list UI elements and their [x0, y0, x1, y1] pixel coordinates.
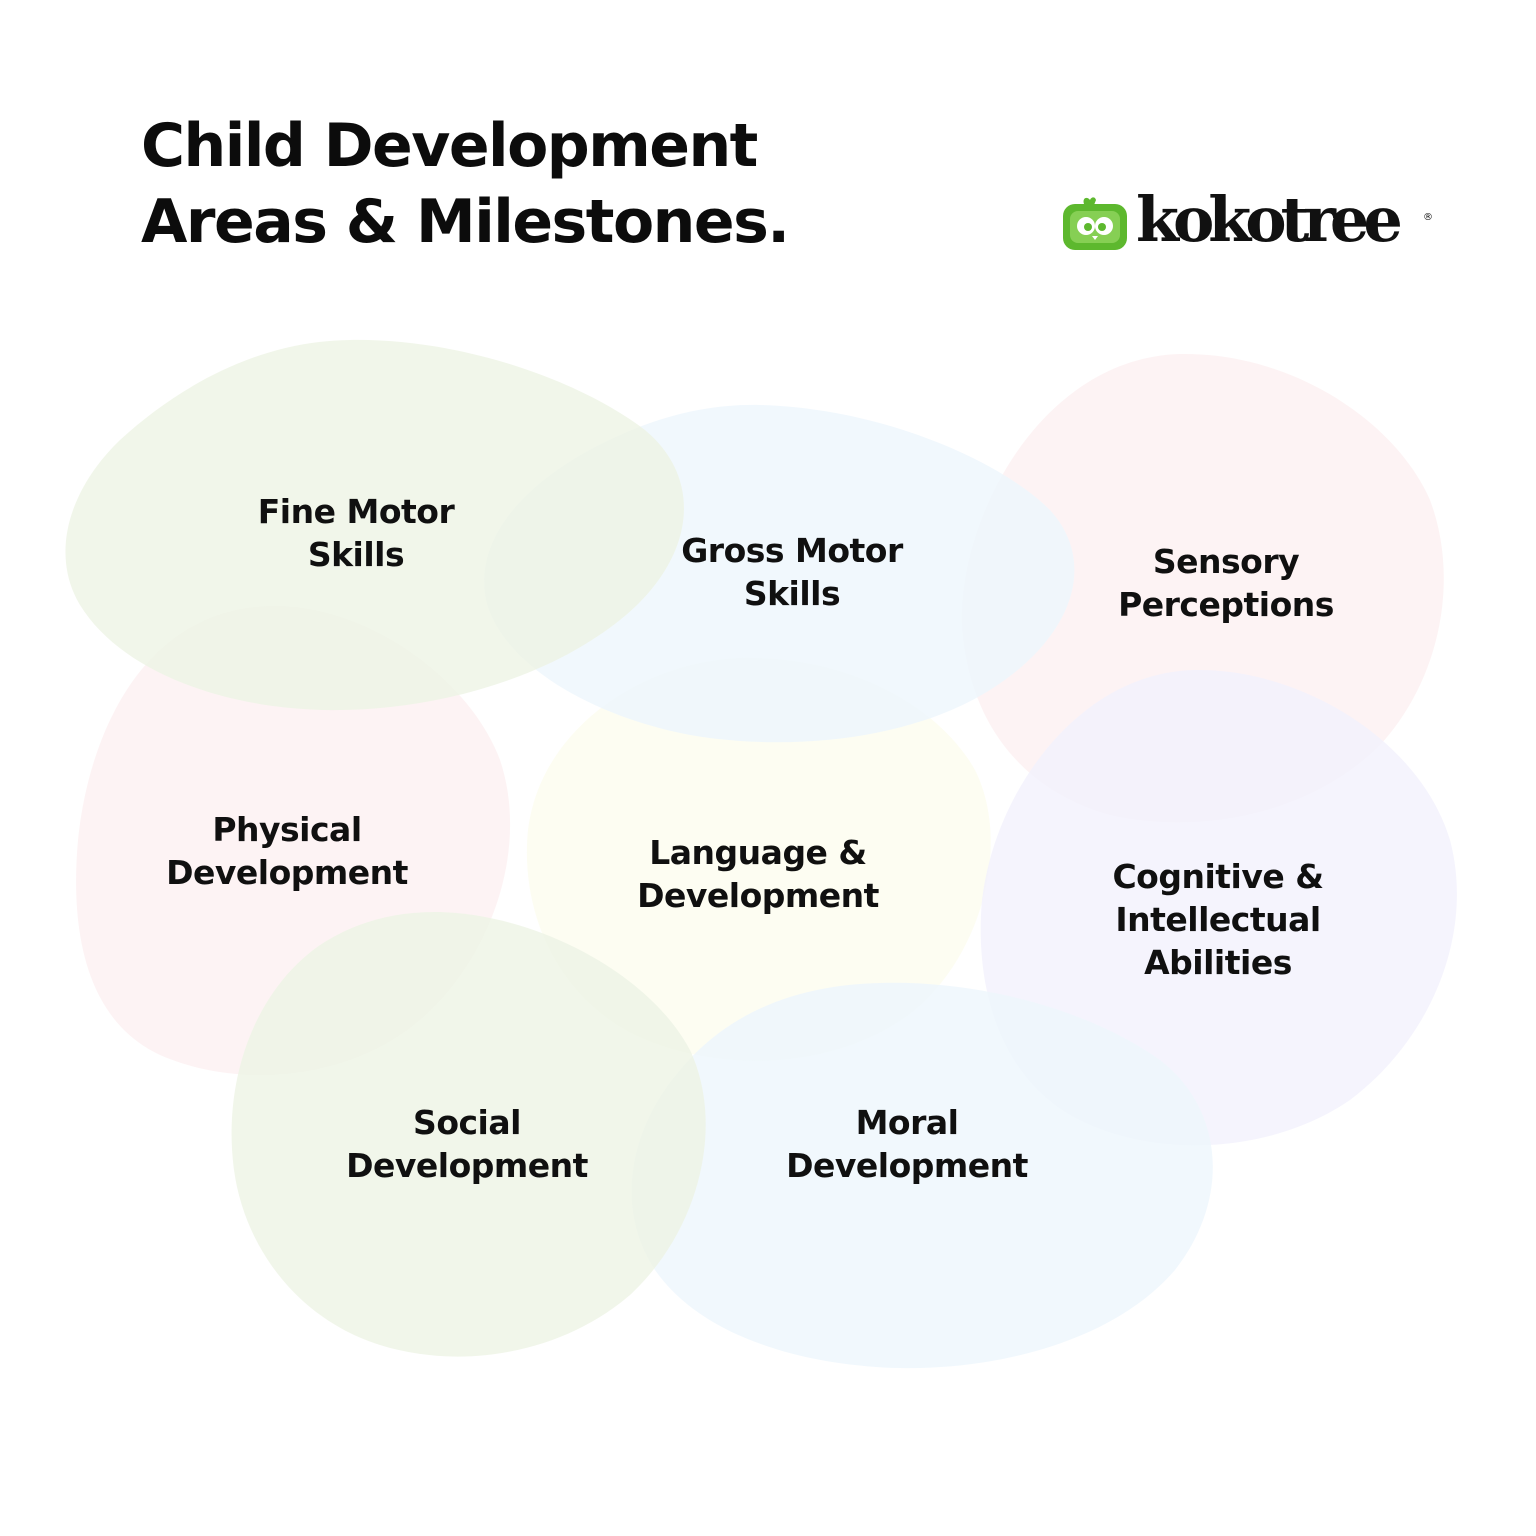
- blob-fine-motor: [65, 339, 684, 711]
- area-gross-motor-skills: Gross Motor Skills: [622, 529, 962, 615]
- blob-language: [526, 657, 991, 1061]
- kokotree-wordmark: kokotree: [1136, 183, 1403, 256]
- area-physical-development: Physical Development: [117, 808, 457, 894]
- area-label-line: Development: [346, 1146, 588, 1185]
- area-label-line: Intellectual: [1115, 900, 1321, 939]
- area-social-development: Social Development: [297, 1101, 637, 1187]
- page-title-line-1: Child Development: [141, 111, 758, 181]
- area-label-line: Social: [413, 1103, 521, 1142]
- area-cognitive-intellectual-abilities: Cognitive & Intellectual Abilities: [1048, 855, 1388, 984]
- area-label-line: Moral: [855, 1103, 959, 1142]
- area-moral-development: Moral Development: [737, 1101, 1077, 1187]
- area-fine-motor-skills: Fine Motor Skills: [186, 490, 526, 576]
- registered-mark: ®: [1423, 212, 1433, 223]
- area-label-line: Language &: [649, 833, 867, 872]
- blob-moral: [631, 982, 1213, 1369]
- area-label-line: Perceptions: [1118, 585, 1334, 624]
- area-label-line: Sensory: [1152, 542, 1300, 581]
- area-label-line: Fine Motor: [257, 492, 455, 531]
- area-sensory-perceptions: Sensory Perceptions: [1056, 540, 1396, 626]
- owl-tv-icon: [1063, 197, 1127, 250]
- area-label-line: Development: [637, 876, 879, 915]
- area-label-line: Skills: [307, 535, 405, 574]
- blob-social: [231, 911, 706, 1357]
- area-label-line: Gross Motor: [681, 531, 903, 570]
- page-title-line-2: Areas & Milestones.: [141, 187, 790, 257]
- kokotree-logo: kokotree ®: [1060, 188, 1440, 256]
- area-language-development: Language & Development: [588, 831, 928, 917]
- area-label-line: Cognitive &: [1112, 857, 1324, 896]
- area-label-line: Skills: [743, 574, 841, 613]
- page-title: Child Development Areas & Milestones.: [141, 108, 790, 260]
- area-label-line: Physical: [212, 810, 362, 849]
- area-label-line: Abilities: [1144, 943, 1292, 982]
- area-label-line: Development: [786, 1146, 1028, 1185]
- area-label-line: Development: [166, 853, 408, 892]
